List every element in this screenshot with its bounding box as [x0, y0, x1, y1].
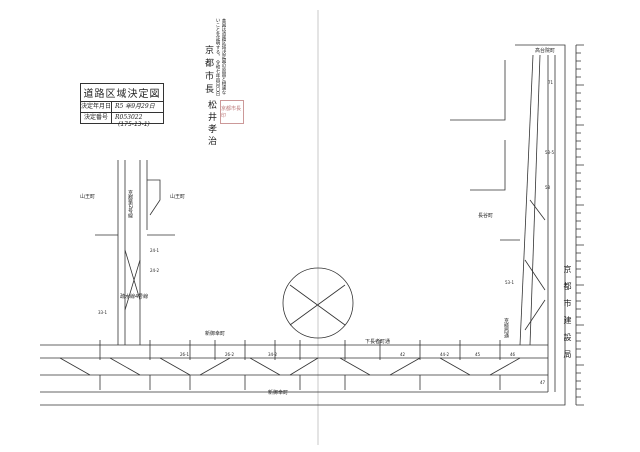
- road-label: 京都第2号線: [127, 190, 133, 219]
- cert-text: 本図は道路区域決定図の原図と相違ないことを証明する。: [215, 18, 226, 95]
- parcel-label: 26-2: [225, 352, 235, 357]
- date-label: 決定年月日: [81, 102, 112, 112]
- vertical-road-left: [95, 160, 175, 345]
- map-title: 道路区域決定図: [81, 84, 163, 102]
- place-label: 新御幸町: [205, 331, 226, 337]
- number-label: 決定番号: [81, 113, 112, 123]
- parcel-label: 53-5: [545, 150, 555, 155]
- parcel-label: 24-2: [150, 268, 160, 273]
- parcel-label: 24-1: [150, 248, 160, 253]
- place-label: 山王町: [170, 194, 186, 200]
- mayor-title: 京都市長: [203, 45, 213, 97]
- place-label: 山王町: [80, 194, 96, 200]
- road-label: 疏水線4号線: [120, 294, 149, 300]
- parcel-label: 53-1: [505, 280, 515, 285]
- sheet-ref: (175-13-1): [118, 121, 150, 128]
- place-label: 高台院町: [535, 48, 556, 54]
- vertical-road-right: [450, 54, 556, 392]
- date-value: R5 年9月29日: [115, 103, 155, 110]
- detail-circle: [282, 267, 354, 339]
- map-frame: [40, 44, 566, 406]
- parcel-label: 42: [400, 352, 406, 357]
- parcel-label: 34-2: [268, 352, 278, 357]
- place-label: 長谷町: [478, 213, 494, 219]
- place-label: 新御幸町: [268, 390, 289, 396]
- cert-date: 令和七年四月〇日: [215, 59, 220, 96]
- official-seal: 京都市長印: [220, 100, 244, 124]
- mayor-name: 松井孝治: [206, 100, 216, 148]
- place-label: 下長者町通: [365, 339, 391, 345]
- parcel-label: 26-1: [180, 352, 190, 357]
- horizontal-road: [40, 340, 548, 393]
- parcel-label: 45: [475, 352, 481, 357]
- parcel-label: 33-1: [98, 310, 108, 315]
- parcel-label: 71: [548, 80, 554, 85]
- bureau-name: 京都市建設局: [563, 265, 572, 367]
- parcel-label: 46: [510, 352, 516, 357]
- road-label: 京極西通: [503, 318, 509, 338]
- number-value: R053022: [115, 114, 143, 121]
- parcel-label: 58: [545, 185, 551, 190]
- certification-text: 本図は道路区域決定図の原図と相違ないことを証明する。 令和七年四月〇日: [214, 18, 226, 98]
- parcel-label: 44-2: [440, 352, 450, 357]
- parcel-label: 47: [540, 380, 546, 385]
